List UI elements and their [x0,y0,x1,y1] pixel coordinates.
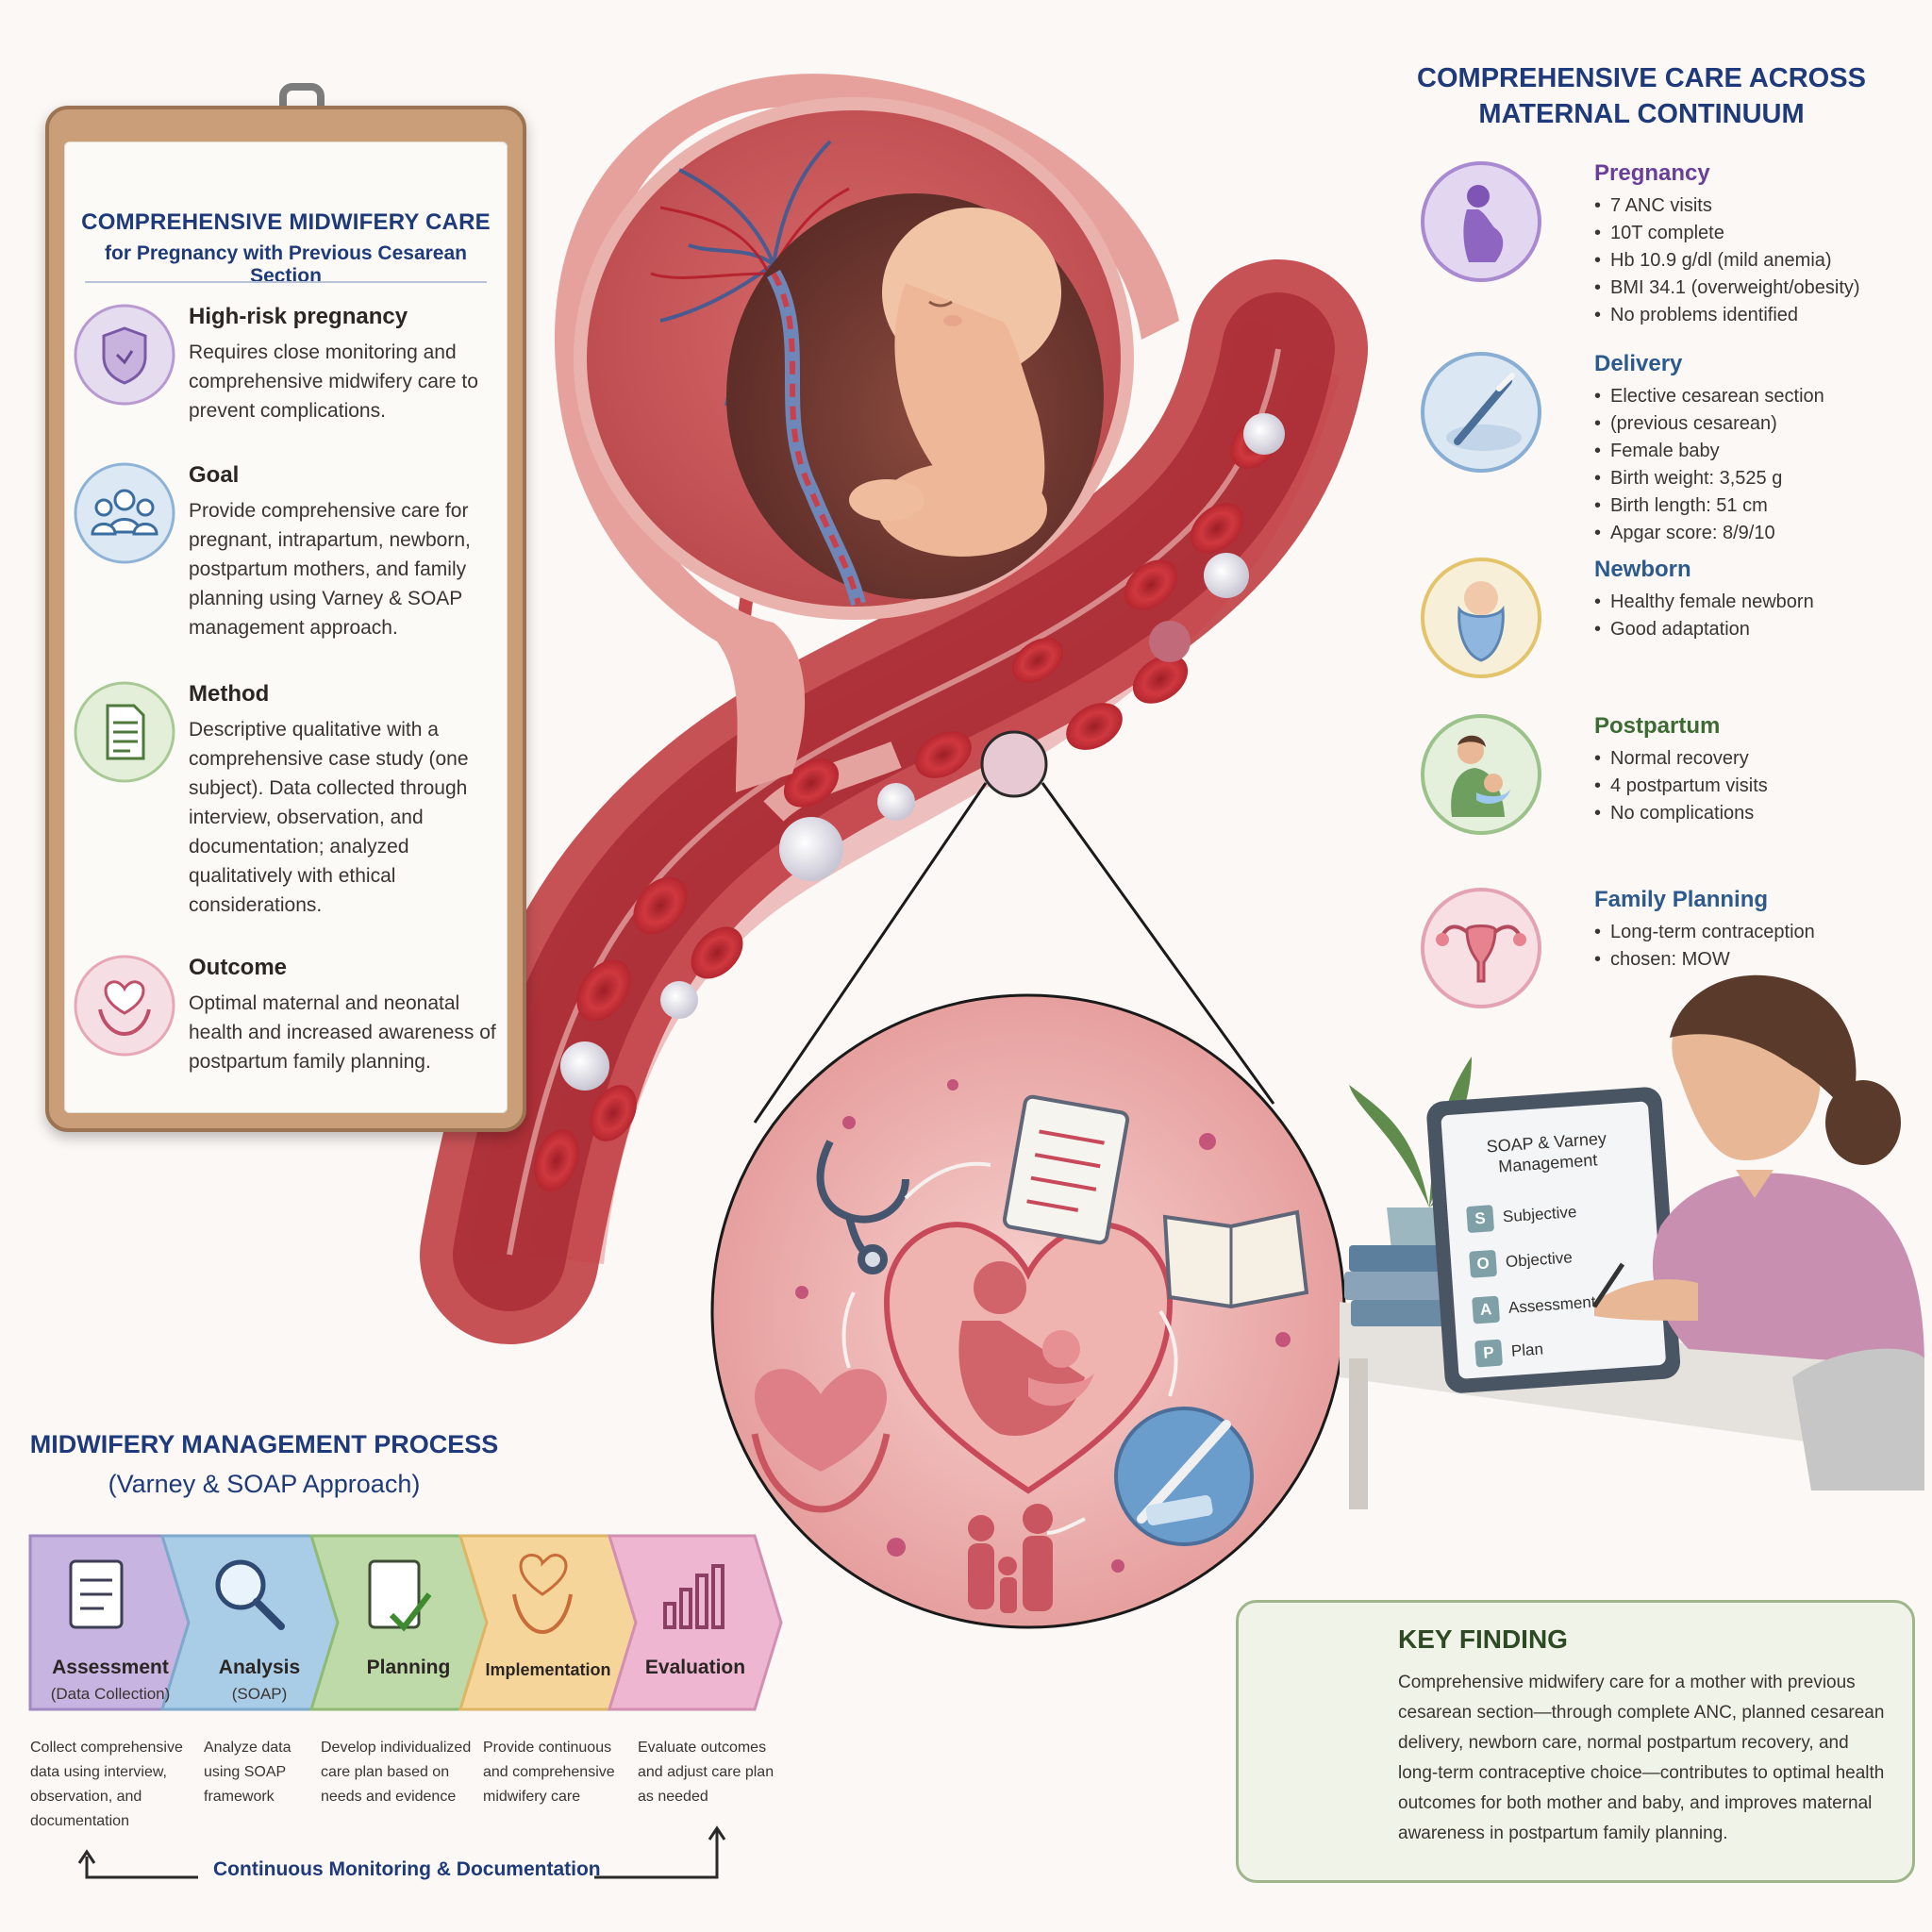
soap-row-plan: P Plan [1474,1337,1544,1368]
loop-arrow [77,1825,726,1879]
stage-heading: Newborn [1594,557,1691,582]
newborn-icon [1421,558,1541,678]
list-item: Elective cesarean section [1594,383,1824,410]
stage-points: Long-term contraception chosen: MOW [1594,919,1815,974]
uterus [554,74,1179,792]
zoom-connector-lines [753,782,1275,1124]
list-item: 4 postpartum visits [1594,773,1768,800]
key-finding-title: KEY FINDING [1398,1624,1568,1654]
soap-label: Assessment [1507,1292,1597,1317]
clipboard-icon [1002,1094,1130,1245]
item-heading: High-risk pregnancy [189,304,408,329]
step-assessment-sub: (Data Collection) [50,1685,171,1703]
step-analysis-label: Analysis [218,1657,301,1678]
mother-baby-icon [1421,714,1541,835]
soap-letter: P [1474,1339,1503,1368]
soap-letter: S [1466,1205,1495,1234]
list-item: No complications [1594,800,1768,827]
stage-heading: Postpartum [1594,713,1721,739]
stage-heading: Family Planning [1594,887,1769,912]
list-item: BMI 34.1 (overweight/obesity) [1594,275,1860,302]
pregnant-woman-icon [1421,161,1541,282]
loop-label: Continuous Monitoring & Documentation [213,1858,601,1880]
step-planning-label: Planning [366,1657,451,1678]
list-item: Birth length: 51 cm [1594,492,1824,520]
list-item: Apgar score: 8/9/10 [1594,520,1824,547]
step-analysis-sub: (SOAP) [231,1685,288,1703]
item-heading: Goal [189,462,240,488]
step-implementation-label: Implementation [485,1660,611,1679]
list-item: (previous cesarean) [1594,410,1824,438]
zoom-circle [710,993,1346,1629]
stage-heading: Pregnancy [1594,160,1710,186]
clipboard-paper [64,142,508,1113]
red-blood-cells [534,418,1279,1191]
step-assessment-label: Assessment [52,1657,169,1678]
step-analysis-desc: Analyze data using SOAP framework [204,1740,291,1805]
white-blood-cells [560,413,1285,1091]
clipboard-icon [69,1559,124,1629]
stage-points: Healthy female newborn Good adaptation [1594,589,1814,643]
item-text: Optimal maternal and neonatal health and… [189,992,496,1073]
fetus-illustration [849,208,1061,557]
stage-points: 7 ANC visits 10T complete Hb 10.9 g/dl (… [1594,192,1860,329]
list-item: Long-term contraception [1594,919,1815,946]
continuum-title: COMPREHENSIVE CARE ACROSS MATERNAL CONTI… [1417,63,1866,129]
item-text: Requires close monitoring and comprehens… [189,341,478,422]
stethoscope-icon [816,1140,909,1274]
family-icon [968,1504,1053,1613]
management-title: MIDWIFERY MANAGEMENT PROCESS (Varney & S… [29,1430,499,1498]
item-heading: Method [189,681,270,707]
heart-hands-family-icon [751,1369,891,1513]
step-assessment-desc: Collect comprehensive data using intervi… [30,1740,183,1829]
step-evaluation-desc: Evaluate outcomes and adjust care plan a… [638,1740,774,1805]
care-hands-icon [512,1553,573,1635]
list-item: Hb 10.9 g/dl (mild anemia) [1594,247,1860,275]
list-item: 7 ANC visits [1594,192,1860,220]
key-finding-box [1236,1600,1915,1883]
soap-label: Objective [1505,1248,1574,1272]
list-item: 10T complete [1594,220,1860,247]
list-item: Good adaptation [1594,616,1814,643]
step-evaluation-label: Evaluation [644,1657,746,1678]
uterus-icon [1421,888,1541,1008]
soap-letter: A [1472,1295,1501,1324]
soap-label: Plan [1510,1340,1544,1360]
clipboard-title: COMPREHENSIVE MIDWIFERY CARE [81,209,491,235]
people-icon [74,462,175,564]
stage-heading: Delivery [1594,351,1683,376]
key-finding-text: Comprehensive midwifery care for a mothe… [1398,1673,1885,1843]
scalpel-icon [1114,1407,1254,1546]
mother-baby-icon [958,1261,1094,1436]
item-text: Provide comprehensive care for pregnant,… [189,500,471,639]
soap-label: Subjective [1502,1202,1577,1226]
list-item: Normal recovery [1594,745,1768,773]
soap-letter: O [1469,1249,1498,1278]
step-planning-desc: Develop individualized care plan based o… [321,1740,472,1805]
list-item: Female baby [1594,438,1824,465]
list-item: Healthy female newborn [1594,589,1814,616]
list-item: chosen: MOW [1594,946,1815,974]
stage-points: Normal recovery 4 postpartum visits No c… [1594,745,1768,827]
item-text: Descriptive qualitative with a comprehen… [189,719,469,916]
bar-chart-icon [663,1564,724,1629]
list-item: No problems identified [1594,302,1860,329]
scalpel-icon [1421,352,1541,473]
item-heading: Outcome [189,955,288,980]
shield-icon [74,304,175,406]
divider [85,281,487,283]
checklist-icon [368,1559,432,1632]
midwife-illustration [1340,974,1924,1509]
document-icon [74,681,175,783]
list-item: Birth weight: 3,525 g [1594,465,1824,492]
stage-points: Elective cesarean section (previous cesa… [1594,383,1824,547]
step-implementation-desc: Provide continuous and comprehensive mid… [483,1740,615,1805]
heart-hands-icon [74,955,175,1057]
magnifier-icon [215,1559,285,1630]
book-icon [1162,1209,1309,1309]
